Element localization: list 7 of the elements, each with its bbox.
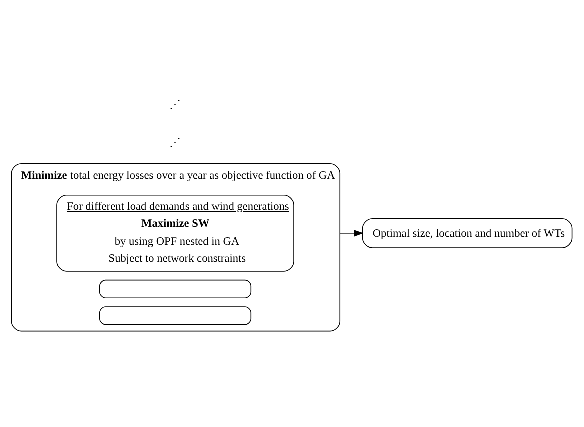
node-box bbox=[99, 306, 252, 325]
node-box bbox=[99, 279, 252, 298]
node-box: Optimal size, location and number of WTs bbox=[362, 218, 573, 248]
arrow bbox=[340, 230, 364, 236]
label: ⋰ bbox=[169, 98, 180, 110]
node-box: For different load demands and wind generations Maximize SW by using OPF nested in GA Subject to network constraints bbox=[56, 194, 294, 272]
label: ⋰ bbox=[169, 136, 180, 148]
